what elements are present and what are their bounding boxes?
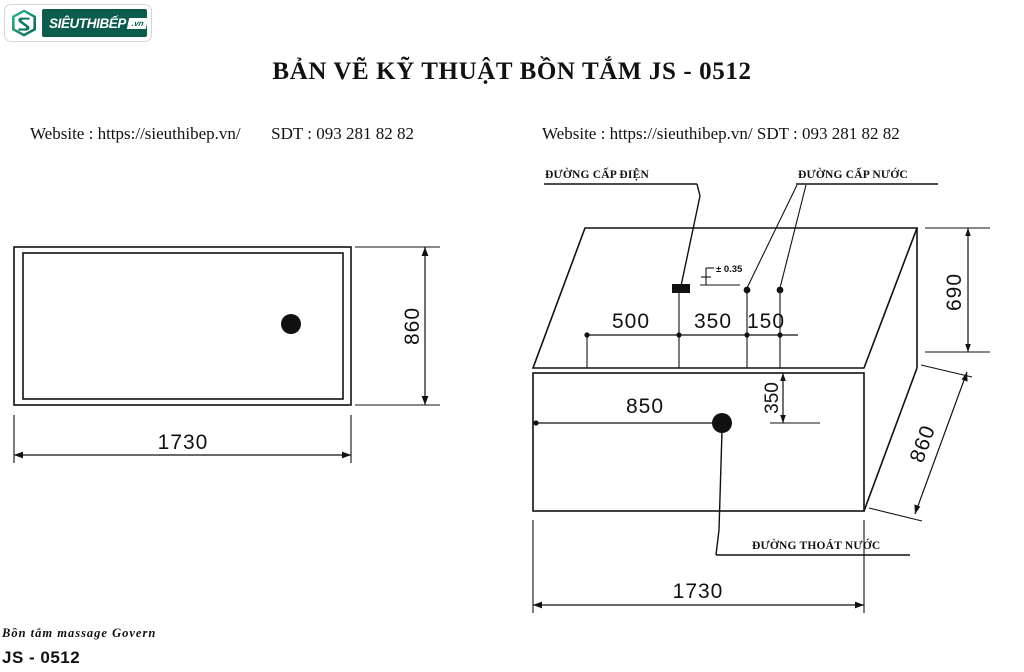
dim-arrow-1730-right	[342, 451, 351, 459]
dim-arrow-1730-left	[14, 451, 23, 459]
dim-arrow-1730-iso-left	[533, 601, 542, 609]
chain-dot-2	[744, 332, 750, 338]
drain-leader-vertical	[718, 430, 723, 531]
chain-dot-0	[584, 332, 590, 338]
logo-tld-badge: .vn	[126, 17, 147, 29]
dim-arrow-860-iso-bottom	[914, 504, 921, 514]
tub-inner-outline	[22, 252, 344, 400]
dim-arrow-350v-top	[780, 373, 786, 381]
callout-power-supply: ĐƯỜNG CẤP ĐIỆN	[545, 166, 649, 181]
callout-water-supply: ĐƯỜNG CẤP NƯỚC	[798, 166, 908, 181]
dim-text-350v: 350	[762, 382, 783, 414]
dim-ext-860-bottom	[868, 507, 923, 522]
phone-value-left[interactable]: 093 281 82 82	[316, 124, 414, 143]
page-title: BẢN VẼ KỸ THUẬT BỒN TẮM JS - 0512	[272, 58, 752, 85]
website-value-right[interactable]: https://sieuthibep.vn/	[609, 124, 753, 143]
phone-label-left: SDT :	[271, 124, 312, 143]
tub-top-face	[531, 227, 919, 369]
dim-text-860-plan: 860	[401, 307, 424, 345]
dim-text-1730-iso: 1730	[673, 580, 724, 603]
drain-outlet-marker	[712, 413, 732, 433]
dim-text-350: 350	[694, 310, 732, 333]
dim-ext-860-top	[920, 364, 973, 378]
drain-leader-kink	[715, 529, 720, 556]
dim-line-860-iso	[914, 371, 968, 515]
dim-text-150: 150	[747, 310, 785, 333]
dim-arrow-860-bottom	[421, 396, 429, 405]
dim-arrow-350v-bottom	[780, 415, 786, 423]
product-name-caption: Bồn tắm massage Govern	[2, 626, 157, 640]
power-outlet-marker	[672, 284, 690, 293]
logo-plate: SIÊUTHIBẾP .vn	[42, 9, 147, 37]
website-label-right: Website :	[542, 124, 606, 143]
level-datum-text: ± 0.35	[716, 264, 743, 275]
dim-text-1730-plan: 1730	[158, 431, 209, 454]
contact-line-left: Website : https://sieuthibep.vn/ SDT : 0…	[30, 124, 414, 144]
water-leader-2	[779, 184, 807, 289]
water-inlet-marker-2	[776, 286, 784, 294]
dim-arrow-690-top	[965, 228, 971, 236]
tub-front-face	[532, 372, 865, 512]
product-code-caption: JS - 0512	[2, 648, 81, 667]
power-callout-kink	[696, 183, 701, 197]
water-leader-1	[746, 184, 798, 289]
dim-text-860-iso: 860	[906, 422, 941, 466]
dim-text-500: 500	[612, 310, 650, 333]
website-value-left[interactable]: https://sieuthibep.vn/	[97, 124, 241, 143]
chain-dot-1	[676, 332, 682, 338]
brand-logo[interactable]: SIÊUTHIBẾP .vn	[4, 4, 152, 42]
siêuthibếp-hexagon-logo-icon	[12, 9, 36, 37]
dim-arrow-1730-iso-right	[855, 601, 864, 609]
phone-value-right[interactable]: 093 281 82 82	[801, 124, 900, 143]
dim-arrow-860-iso-top	[961, 372, 968, 382]
water-inlet-marker-1	[743, 286, 751, 294]
power-callout-leader	[680, 195, 701, 287]
top-view-plan: 860 1730	[13, 246, 440, 463]
phone-label-right: SDT :	[756, 124, 798, 143]
dim-text-690: 690	[943, 273, 966, 311]
dim-arrow-690-bottom	[965, 344, 971, 352]
website-label-left: Website :	[30, 124, 94, 143]
logo-wordmark: SIÊUTHIBẾP	[49, 15, 127, 31]
dim-text-850: 850	[626, 395, 664, 418]
isometric-view: ĐƯỜNG CẤP ĐIỆN ĐƯỜNG CẤP NƯỚC ± 0.35	[531, 166, 990, 613]
dim-arrow-860-top	[421, 247, 429, 256]
callout-drain-line: ĐƯỜNG THOÁT NƯỚC	[752, 538, 880, 552]
dim-dot-850	[533, 420, 539, 426]
drain-hole-marker	[281, 314, 301, 334]
tub-outer-outline	[13, 246, 352, 406]
contact-line-right: Website : https://sieuthibep.vn/ SDT : 0…	[542, 124, 900, 144]
tub-right-depth-edge	[863, 367, 918, 512]
chain-dot-3	[777, 332, 783, 338]
